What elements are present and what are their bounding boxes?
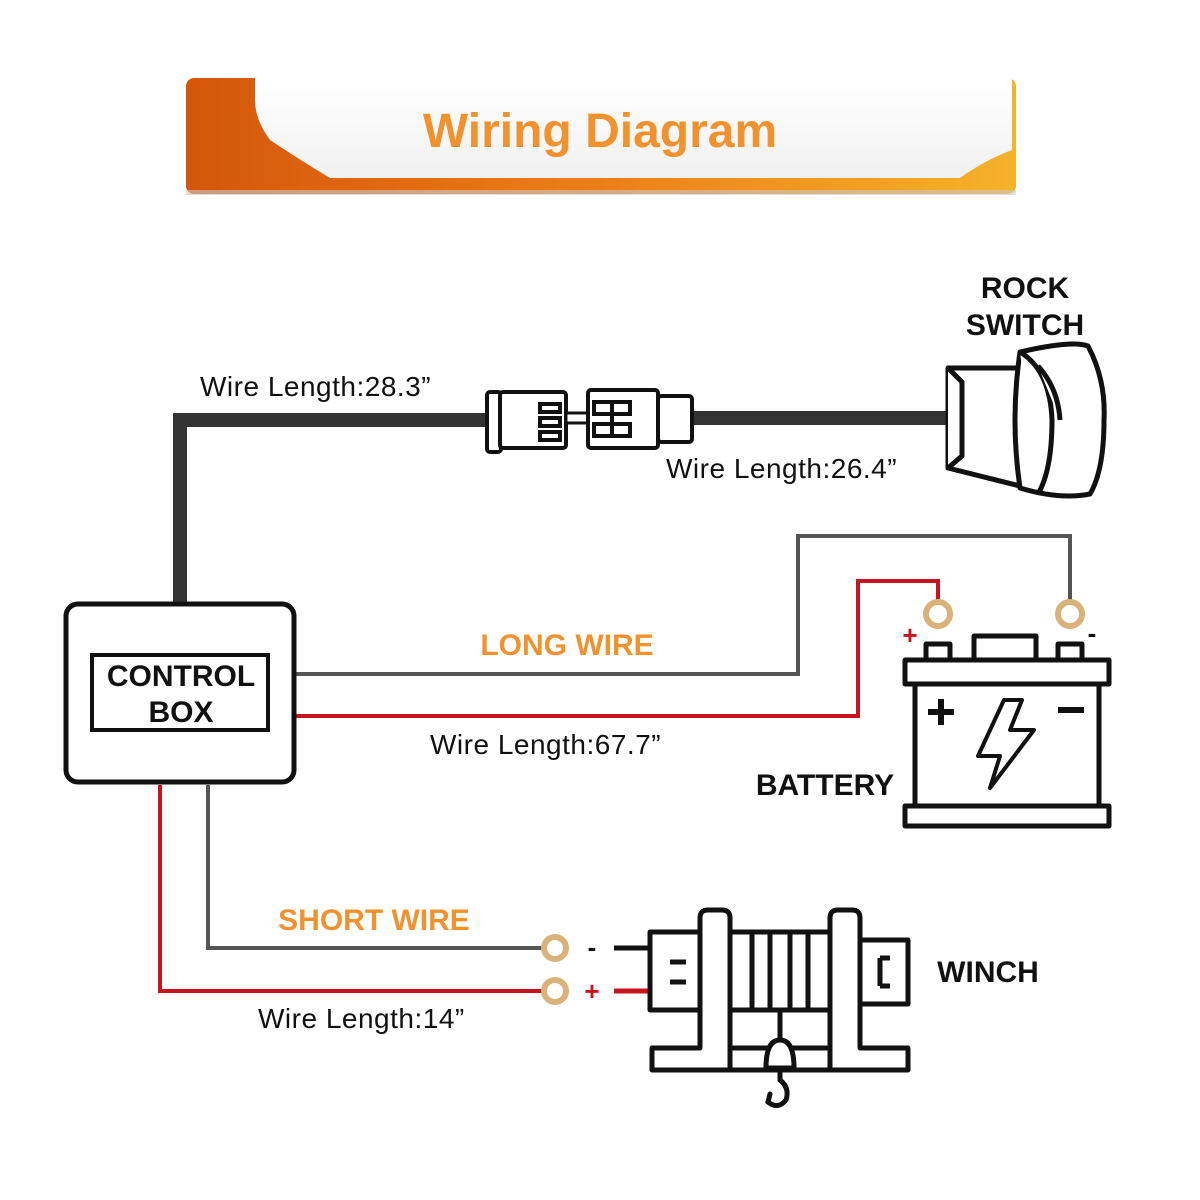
winch-positive-terminal bbox=[541, 977, 569, 1005]
long-wire-label: LONG WIRE bbox=[480, 629, 653, 662]
battery-negative-sign: - bbox=[1088, 618, 1097, 648]
winch: - + bbox=[541, 907, 911, 1108]
short-wire-negative bbox=[206, 785, 542, 950]
winch-negative-terminal bbox=[541, 934, 569, 962]
control-box: CONTROL BOX bbox=[63, 601, 297, 785]
long-wire-negative bbox=[294, 534, 1072, 676]
winch-negative-sign: - bbox=[588, 932, 597, 962]
long-wire-positive bbox=[294, 579, 940, 718]
rock-switch-label-line2: SWITCH bbox=[966, 309, 1084, 342]
rock-switch bbox=[945, 341, 1107, 499]
short-wire-positive bbox=[158, 785, 542, 993]
battery-label: BATTERY bbox=[756, 769, 894, 802]
battery-positive-terminal bbox=[923, 599, 953, 629]
control-box-label-line2: BOX bbox=[148, 696, 213, 729]
short-wire-label: SHORT WIRE bbox=[278, 904, 470, 937]
hook-icon bbox=[763, 1037, 797, 1108]
switch-wire-long bbox=[173, 413, 488, 604]
long-wire-length: Wire Length:67.7” bbox=[430, 729, 661, 760]
lightning-bolt-icon bbox=[976, 698, 1036, 790]
title-banner: Wiring Diagram bbox=[186, 78, 1016, 195]
wire-connector bbox=[485, 388, 694, 454]
battery-negative-terminal bbox=[1055, 599, 1085, 629]
battery-positive-sign: + bbox=[902, 620, 917, 650]
switch-wire-short-length: Wire Length:26.4” bbox=[666, 453, 897, 484]
battery: + - bbox=[902, 599, 1112, 829]
rock-switch-label-line1: ROCK bbox=[981, 272, 1070, 305]
control-box-label-line1: CONTROL bbox=[107, 660, 255, 693]
plus-icon bbox=[928, 699, 954, 725]
page-title: Wiring Diagram bbox=[423, 105, 777, 158]
short-wire-length: Wire Length:14” bbox=[258, 1003, 465, 1034]
winch-label: WINCH bbox=[937, 956, 1039, 989]
winch-positive-sign: + bbox=[584, 976, 599, 1006]
switch-wire-long-length: Wire Length:28.3” bbox=[200, 371, 431, 402]
